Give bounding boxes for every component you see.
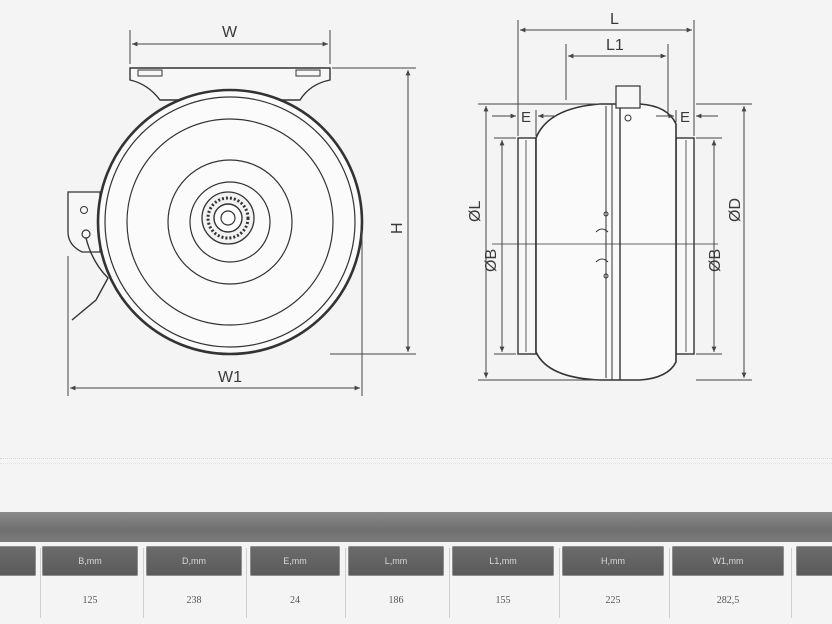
table-header-row: B,mm D,mm E,mm L,mm L1,mm H,mm W1,mm xyxy=(0,546,832,578)
housing-ring xyxy=(126,118,334,326)
table-value-cell: 238 xyxy=(186,595,202,606)
table-divider xyxy=(40,548,41,618)
label-l: L xyxy=(610,11,619,28)
table-value-cell: 225 xyxy=(605,595,621,606)
dim-l1 xyxy=(565,44,669,116)
front-view xyxy=(67,67,364,356)
table-value-cell: 186 xyxy=(388,595,404,606)
label-db-right: ØB xyxy=(707,249,724,272)
label-dl: ØL xyxy=(467,201,484,222)
table-value-cell xyxy=(0,588,40,614)
spigot-right xyxy=(675,137,695,355)
label-e-left: E xyxy=(521,109,531,126)
dim-dd xyxy=(696,103,752,381)
label-e-right: E xyxy=(680,109,690,126)
separator xyxy=(0,458,832,464)
table-header-cell xyxy=(0,546,36,576)
table-divider xyxy=(449,548,450,618)
table-header-cell: B,mm xyxy=(42,546,138,576)
table-header-cell: E,mm xyxy=(250,546,340,576)
power-cable xyxy=(71,237,109,321)
terminal-box xyxy=(615,85,641,109)
label-dd: ØD xyxy=(727,198,744,222)
label-l1: L1 xyxy=(606,37,624,54)
table-divider xyxy=(559,548,560,618)
table-header-cell xyxy=(796,546,832,576)
table-divider xyxy=(246,548,247,618)
label-db-left: ØB xyxy=(483,249,500,272)
table-header-cell: H,mm xyxy=(562,546,664,576)
table-divider xyxy=(791,548,792,618)
mounting-bracket-top xyxy=(129,67,331,101)
label-h: H xyxy=(389,222,406,234)
mounting-bracket-side xyxy=(67,191,101,253)
dim-w1 xyxy=(67,230,363,396)
table-header-cell: L1,mm xyxy=(452,546,554,576)
table-title-bar xyxy=(0,512,832,542)
dim-h xyxy=(330,67,416,355)
spigot-left xyxy=(517,137,537,355)
dim-dl xyxy=(478,103,600,381)
table-header-cell: W1,mm xyxy=(672,546,784,576)
dim-db-left xyxy=(494,137,516,355)
table-divider xyxy=(669,548,670,618)
table-value-cell: 282,5 xyxy=(716,595,740,606)
table-divider xyxy=(143,548,144,618)
table-value-cell: 125 xyxy=(82,595,98,606)
table-header-cell: D,mm xyxy=(146,546,242,576)
label-w1: W1 xyxy=(218,369,242,386)
table-value-cell: 24 xyxy=(290,595,300,606)
table-value-cell xyxy=(794,588,832,614)
dim-e xyxy=(492,110,718,136)
dim-l xyxy=(517,20,695,136)
table-value-cell: 155 xyxy=(495,595,511,606)
table-value-row: 125 238 24 186 155 225 282,5 xyxy=(0,588,832,614)
side-view xyxy=(492,85,718,381)
table-divider xyxy=(345,548,346,618)
label-w: W xyxy=(222,24,238,41)
table-header-cell: L,mm xyxy=(348,546,444,576)
dim-db-right xyxy=(696,137,722,355)
technical-drawing: W H W1 xyxy=(67,11,752,396)
dim-w xyxy=(129,30,331,64)
